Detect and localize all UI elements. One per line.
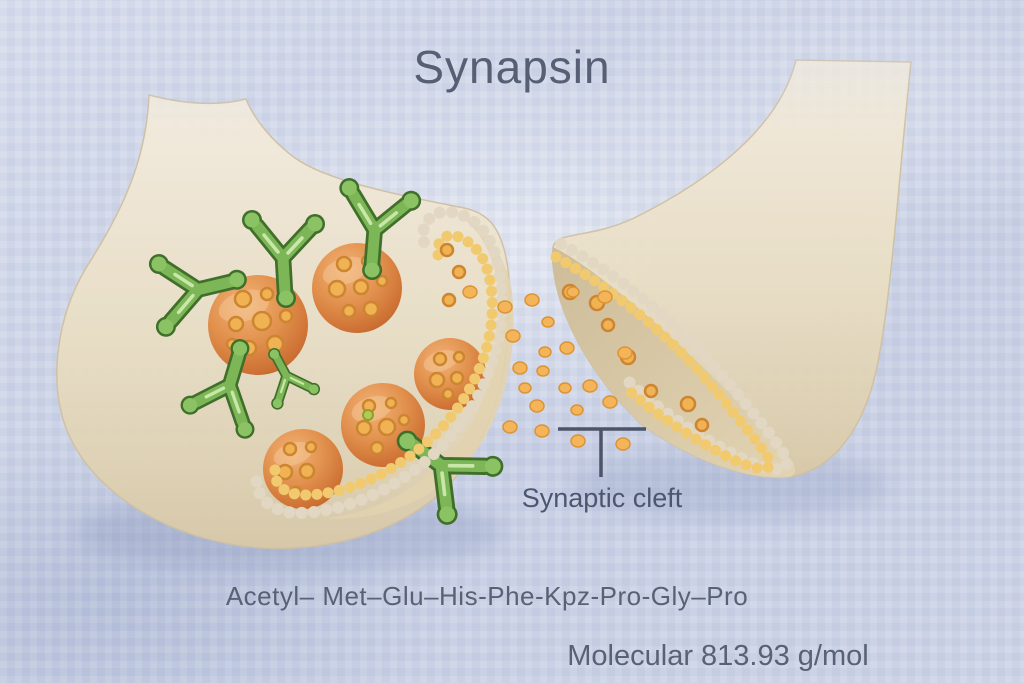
synaptic-vesicle xyxy=(312,243,402,333)
postsynaptic-cup-interior xyxy=(552,247,796,478)
neurotransmitter-dots xyxy=(462,285,633,451)
postsynaptic-terminal xyxy=(550,59,912,479)
presynaptic-mouth-granules xyxy=(439,242,467,308)
postsynaptic-membrane-outer-beads xyxy=(555,238,793,475)
presynaptic-membrane-inner-beads xyxy=(269,229,498,501)
presynaptic-membrane-outer-beads xyxy=(250,206,508,520)
postsynaptic-membrane-inner-beads xyxy=(550,251,776,474)
synaptic-cleft-label: Synaptic cleft xyxy=(521,483,683,513)
synaptic-cleft-pointer xyxy=(558,427,646,477)
peptide-sequence-label: Acetyl– Met–Glu–His-Phe-Kpz-Pro-Gly–Pro xyxy=(225,581,749,611)
presynaptic-cavity xyxy=(325,208,514,519)
page-title: Synapsin xyxy=(413,41,611,93)
molecular-weight-label: Molecular 813.93 g/mol xyxy=(567,640,869,672)
presynaptic-terminal xyxy=(56,94,514,550)
